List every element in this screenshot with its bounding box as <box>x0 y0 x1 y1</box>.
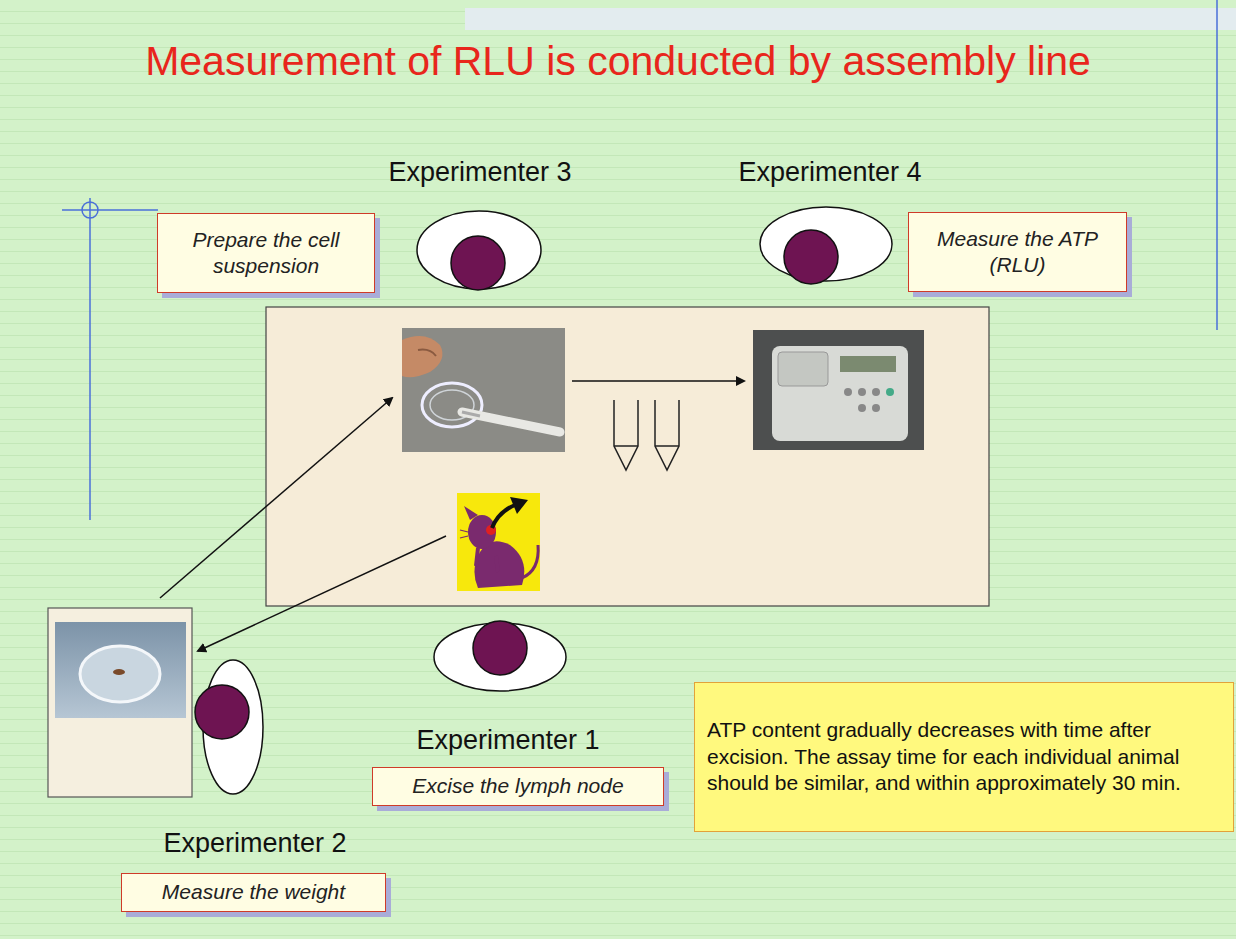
cell-prep-photo <box>402 328 565 452</box>
task-text: Measure the ATP (RLU) <box>923 226 1112 279</box>
experimenter-icon <box>195 660 263 794</box>
experimenter-icon <box>434 621 566 691</box>
task-box: Measure the weight <box>121 873 386 912</box>
experimenter-icon <box>417 211 541 290</box>
task-box: Prepare the cell suspension <box>157 213 375 293</box>
experimenter-icon <box>760 207 892 284</box>
note-box: ATP content gradually decreases with tim… <box>694 682 1234 832</box>
experimenter-label: Experimenter 2 <box>163 828 346 859</box>
task-box: Excise the lymph node <box>372 767 664 806</box>
mouse-illustration <box>457 493 540 591</box>
task-text: Measure the weight <box>162 879 345 905</box>
task-text: Excise the lymph node <box>412 773 623 799</box>
flow-arrow <box>160 398 392 598</box>
top-band <box>465 8 1236 30</box>
slide-title: Measurement of RLU is conducted by assem… <box>0 38 1236 85</box>
task-box: Measure the ATP (RLU) <box>908 212 1127 292</box>
experimenter-label: Experimenter 1 <box>416 725 599 756</box>
experimenter-label: Experimenter 4 <box>738 157 921 188</box>
experimenter-label: Experimenter 3 <box>388 157 571 188</box>
weighing-photo <box>48 608 192 797</box>
note-text: ATP content gradually decreases with tim… <box>707 717 1221 798</box>
luminometer-photo <box>753 330 924 450</box>
flow-arrow <box>572 380 744 382</box>
flow-arrow <box>198 536 446 651</box>
tube-pair <box>614 400 679 470</box>
lab-table <box>266 307 989 606</box>
task-text: Prepare the cell suspension <box>172 227 360 280</box>
